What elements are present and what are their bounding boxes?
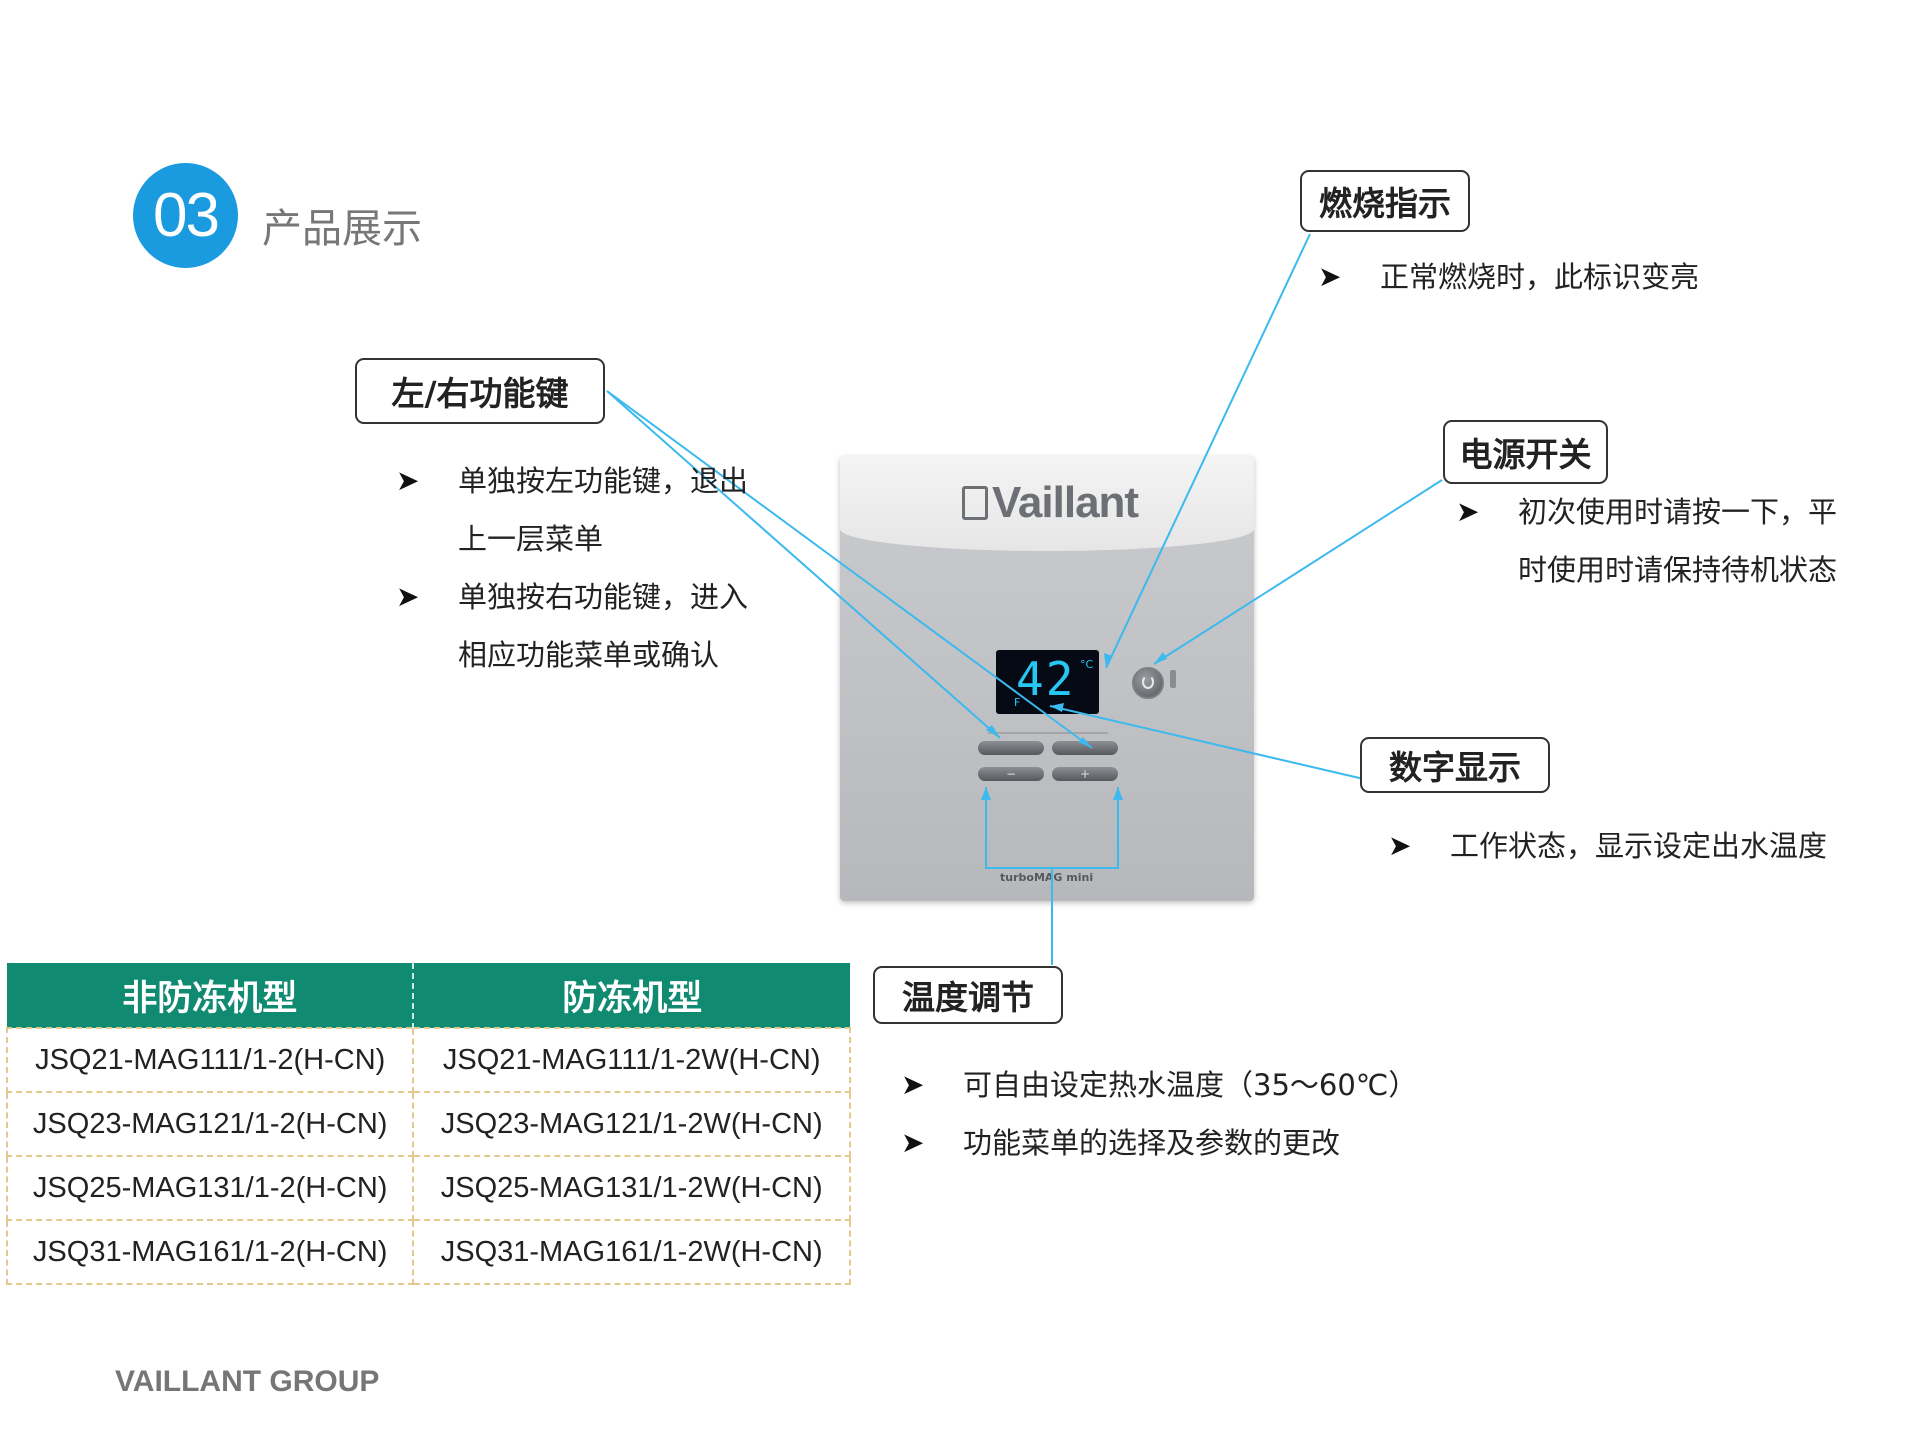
footer-brand: VAILLANT GROUP (115, 1365, 380, 1398)
arrowhead-icon: ➤ (1388, 829, 1412, 862)
bullet-text: 初次使用时请按一下，平 (1518, 495, 1838, 529)
lcd-temperature-value: 42 (1016, 652, 1076, 706)
left-function-key[interactable] (978, 741, 1044, 755)
button-divider (988, 732, 1108, 734)
connector-display (1049, 705, 1369, 781)
arrowhead-icon (1113, 787, 1123, 800)
arrowhead-icon (981, 787, 991, 800)
model-table: 非防冻机型 防冻机型 JSQ21-MAG111/1-2(H-CN) JSQ21-… (5, 963, 851, 1285)
table-header-row: 非防冻机型 防冻机型 (7, 963, 850, 1028)
section-title: 产品展示 (262, 206, 422, 252)
connector-left-key (606, 390, 1001, 739)
column-header-non-antifreeze: 非防冻机型 (7, 963, 415, 1028)
bullet-text: 相应功能菜单或确认 (458, 638, 720, 672)
table-cell: JSQ25-MAG131/1-2(H-CN) (5, 1155, 415, 1221)
bullet-text: 工作状态，显示设定出水温度 (1450, 829, 1828, 863)
callout-left-right-keys: 左/右功能键 (355, 358, 605, 424)
table-cell: JSQ21-MAG111/1-2(H-CN) (5, 1027, 415, 1093)
section-number-badge: 03 (133, 163, 238, 268)
arrowhead-icon (1104, 653, 1112, 668)
bullet-text: 上一层菜单 (458, 522, 604, 556)
callout-temperature: 温度调节 (873, 966, 1063, 1024)
callout-power: 电源开关 (1443, 420, 1608, 484)
arrowhead-icon: ➤ (1456, 495, 1480, 528)
arrowhead-icon (1154, 652, 1167, 664)
connector-power (1153, 479, 1443, 665)
table-row: JSQ25-MAG131/1-2(H-CN) JSQ25-MAG131/1-2W… (5, 1155, 851, 1221)
bullet-text: 时使用时请保持待机状态 (1518, 553, 1838, 587)
table-cell: JSQ23-MAG121/1-2(H-CN) (5, 1091, 415, 1157)
lcd-unit: °C (1080, 658, 1094, 671)
lcd-display: 42 °C F (996, 650, 1099, 714)
arrowhead-icon (1078, 737, 1092, 748)
arrowhead-icon: ➤ (901, 1126, 925, 1159)
device-top-cover (840, 456, 1254, 551)
bullet-text: 单独按左功能键，退出 (458, 464, 749, 498)
callout-combustion: 燃烧指示 (1300, 170, 1470, 232)
flame-indicator-icon (1170, 670, 1176, 688)
table-cell: JSQ23-MAG121/1-2W(H-CN) (412, 1091, 851, 1157)
device-model-label: turboMAG mini (1000, 871, 1094, 884)
right-function-key[interactable] (1052, 741, 1118, 755)
lcd-mode: F (1014, 696, 1021, 709)
bullet-text: 单独按右功能键，进入 (458, 580, 749, 614)
connector-temperature-bracket (985, 787, 1119, 869)
minus-key[interactable]: − (978, 767, 1044, 781)
bullet-text: 正常燃烧时，此标识变亮 (1380, 260, 1700, 294)
connector-combustion (1105, 233, 1311, 669)
arrowhead-icon: ➤ (396, 580, 420, 613)
column-header-antifreeze: 防冻机型 (413, 963, 850, 1028)
table-cell: JSQ31-MAG161/1-2W(H-CN) (412, 1219, 851, 1285)
vaillant-logo-icon (962, 486, 988, 520)
connector-right-key (606, 390, 1093, 749)
power-button-icon[interactable] (1132, 667, 1164, 699)
table-row: JSQ31-MAG161/1-2(H-CN) JSQ31-MAG161/1-2W… (5, 1219, 851, 1285)
control-panel-image: Vaillant 42 °C F − + turboMAG mini (840, 456, 1254, 901)
arrowhead-icon (1050, 703, 1064, 712)
device-brand: Vaillant (992, 478, 1139, 527)
table-row: JSQ23-MAG121/1-2(H-CN) JSQ23-MAG121/1-2W… (5, 1091, 851, 1157)
arrowhead-icon: ➤ (396, 464, 420, 497)
arrowhead-icon (986, 725, 1000, 738)
callout-display: 数字显示 (1360, 737, 1550, 793)
table-cell: JSQ21-MAG111/1-2W(H-CN) (412, 1027, 851, 1093)
bullet-text: 可自由设定热水温度（35～60℃） (963, 1068, 1418, 1102)
arrowhead-icon: ➤ (1318, 260, 1342, 293)
bullet-text: 功能菜单的选择及参数的更改 (963, 1126, 1341, 1160)
plus-key[interactable]: + (1052, 767, 1118, 781)
table-row: JSQ21-MAG111/1-2(H-CN) JSQ21-MAG111/1-2W… (5, 1027, 851, 1093)
table-cell: JSQ31-MAG161/1-2(H-CN) (5, 1219, 415, 1285)
arrowhead-icon: ➤ (901, 1068, 925, 1101)
table-cell: JSQ25-MAG131/1-2W(H-CN) (412, 1155, 851, 1221)
